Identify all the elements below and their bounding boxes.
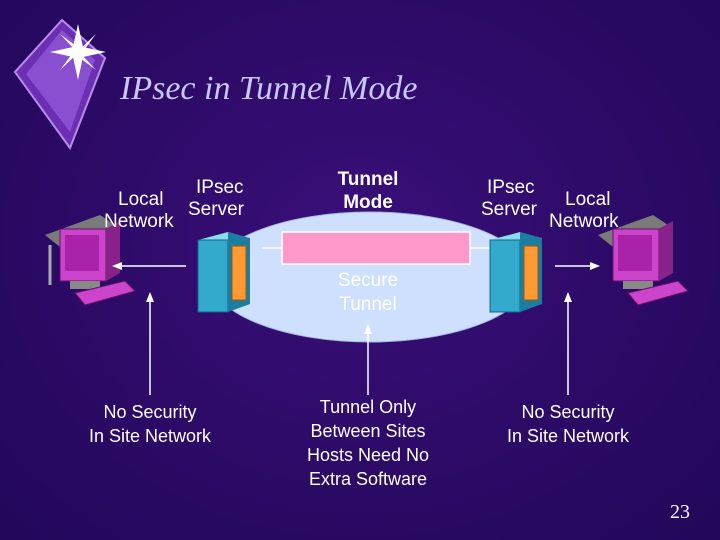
left-note-line2: In Site Network (88, 426, 212, 446)
right-network-arrow (555, 262, 600, 270)
right-computer-icon (598, 215, 689, 306)
tunnel-mode-label-line1: Tunnel (337, 169, 399, 190)
left-server-label-line2: Server (188, 199, 244, 220)
page-number: 23 (670, 501, 690, 523)
right-network-label-line2: Network (549, 211, 619, 232)
center-note-line1: Tunnel Only (319, 397, 417, 417)
right-note-line2: In Site Network (506, 426, 630, 446)
slide-title: IPsec in Tunnel Mode (120, 70, 418, 107)
sparkle-logo-icon (13, 18, 107, 151)
left-network-label-line1: Local (118, 189, 164, 210)
secure-tunnel-label-line1: Secure (337, 270, 399, 291)
right-note-arrow (564, 292, 572, 395)
left-server-label-line1: IPsec (196, 177, 244, 198)
left-server-tower-icon (197, 232, 250, 313)
center-note-line3: Hosts Need No (306, 445, 430, 465)
center-note-arrow (364, 324, 372, 395)
center-note-line2: Between Sites (310, 421, 426, 441)
right-server-tower-icon (489, 232, 542, 313)
right-note-line1: No Security (521, 402, 615, 422)
left-note-arrow (146, 292, 154, 395)
secure-tunnel-label-line2: Tunnel (339, 294, 397, 315)
center-note-line4: Extra Software (308, 469, 428, 489)
right-server-label-line1: IPsec (487, 177, 535, 198)
tunnel-mode-label-line2: Mode (343, 192, 393, 213)
left-network-arrow (112, 262, 186, 270)
tunnel-pipe (262, 231, 490, 265)
right-network-label-line1: Local (565, 189, 611, 210)
right-server-label-line2: Server (481, 199, 537, 220)
left-network-label-line2: Network (104, 211, 174, 232)
left-note-line1: No Security (103, 402, 197, 422)
